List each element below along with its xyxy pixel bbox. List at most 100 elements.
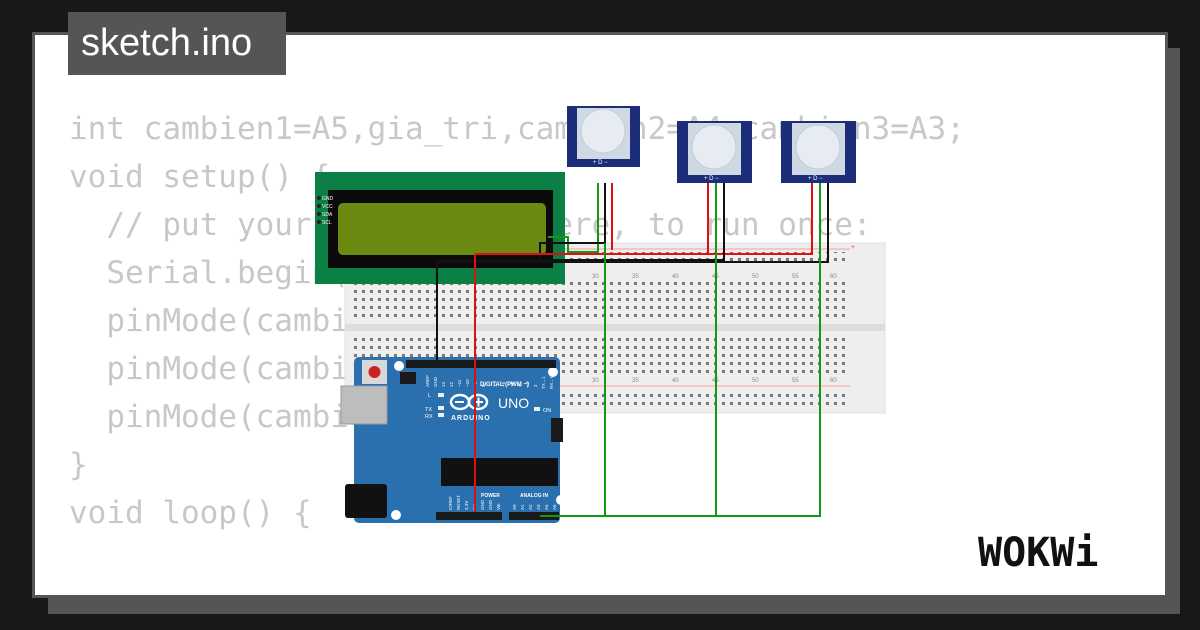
power-jack-icon <box>345 484 387 518</box>
pir-pin-labels: + D − <box>704 176 719 182</box>
center-channel <box>345 324 885 331</box>
pin-label: RX←0 <box>549 375 554 389</box>
led-rx-label: RX <box>425 414 433 420</box>
pin-label: Vin <box>496 503 501 510</box>
reset-button-cap <box>368 366 381 378</box>
pin-label: ~10 <box>465 379 470 387</box>
pin-label: A3 <box>536 504 541 510</box>
wire-green[interactable] <box>548 183 599 253</box>
column-number: 35 <box>632 378 639 384</box>
pir-pin-labels: + D − <box>593 160 608 166</box>
breadboard[interactable]: + 30 35 40 45 50 55 60 30 35 40 45 50 55… <box>344 242 886 414</box>
wokwi-logo[interactable]: WOKWi <box>978 528 1150 574</box>
pin-label: 13 <box>441 381 446 387</box>
pin-label: AREF <box>425 375 430 387</box>
analog-label: ANALOG IN <box>520 493 548 499</box>
board-model: UNO <box>498 395 529 411</box>
pin-label: A2 <box>528 504 533 510</box>
pin-label: 12 <box>449 381 454 387</box>
pin-label: ~5 <box>509 381 514 387</box>
lcd-pin-header <box>317 196 321 224</box>
pin-label: ~3 <box>525 381 530 387</box>
column-number: 35 <box>632 274 639 280</box>
wire-black[interactable] <box>437 183 829 263</box>
pin-label: A5 <box>552 504 557 510</box>
wire-red[interactable] <box>475 183 813 255</box>
column-number: 50 <box>752 378 759 384</box>
pir-sensor-3[interactable]: + D − <box>781 121 856 183</box>
lcd-screen <box>338 203 546 255</box>
wire-black[interactable] <box>437 183 725 261</box>
pin-label: GND <box>480 499 485 510</box>
analog-header <box>509 512 559 520</box>
column-number: 40 <box>672 378 679 384</box>
mounting-hole <box>394 361 404 371</box>
pir-dome-icon <box>795 124 841 170</box>
column-number: 50 <box>752 274 759 280</box>
analog-pin-labels: A0 A1 A2 A3 A4 A5 <box>512 504 557 510</box>
led-on-label: ON <box>543 408 551 414</box>
usb-port-icon <box>340 385 388 425</box>
pin-label: ~6 <box>501 381 506 387</box>
pir-dome-icon <box>580 108 626 154</box>
pin-label: ~11 <box>457 379 462 387</box>
lcd-pin-label: VCC <box>322 204 333 210</box>
column-number: 60 <box>830 378 837 384</box>
led-rx <box>438 413 444 417</box>
column-number: 40 <box>672 274 679 280</box>
pin-label: GND <box>433 376 438 387</box>
mounting-hole <box>391 510 401 520</box>
pin-label: RESET <box>456 495 461 510</box>
digital-header <box>406 360 556 368</box>
pin-label: A4 <box>544 504 549 510</box>
pin-label: 2 <box>533 384 538 387</box>
led-l <box>438 393 444 397</box>
icsp-header <box>400 372 416 384</box>
led-tx-label: TX <box>425 407 432 413</box>
terminal-strip-top <box>352 280 850 320</box>
wire-black[interactable] <box>539 183 606 260</box>
pin-label: 7 <box>493 384 498 387</box>
digital-label: DIGITAL (PWM ~) <box>480 382 529 388</box>
rail-plus-label: + <box>851 244 855 251</box>
code-line: void loop() { <box>69 495 312 531</box>
arduino-infinity-logo <box>449 393 489 411</box>
pin-label: IOREF <box>448 496 453 510</box>
pir-sensor-1[interactable]: + D − <box>567 106 640 167</box>
pir-sensor-2[interactable]: + D − <box>677 121 752 183</box>
column-number: 55 <box>792 378 799 384</box>
pin-label: 8 <box>481 384 486 387</box>
code-line: void setup() { <box>69 159 331 195</box>
sketch-title-tab[interactable]: sketch.ino <box>68 12 286 75</box>
power-header <box>436 512 502 520</box>
led-l-label: L <box>428 393 431 399</box>
pir-pin-labels: + D − <box>808 176 823 182</box>
led-on <box>534 407 540 411</box>
icsp-header-right <box>551 418 563 442</box>
wires[interactable] <box>436 183 829 517</box>
column-number: 60 <box>830 274 837 280</box>
pin-label: 3.3V <box>464 501 469 510</box>
arduino-uno[interactable]: AREF GND 13 12 ~11 ~10 ~9 8 7 ~6 ~5 4 ~3… <box>340 357 566 523</box>
pin-label: A0 <box>512 504 517 510</box>
lcd-pin-label: SCL <box>322 220 332 226</box>
mounting-hole <box>556 495 566 505</box>
code-line: } <box>69 447 88 483</box>
pin-label: TX→1 <box>541 376 546 389</box>
pin-label: A1 <box>520 504 525 510</box>
wire-green[interactable] <box>540 183 821 517</box>
column-number: 55 <box>792 274 799 280</box>
lcd-pin-label: SDA <box>322 212 333 218</box>
pir-dome-icon <box>691 124 737 170</box>
wokwi-logo-text: WOKWi <box>978 530 1098 574</box>
column-number: 30 <box>592 378 599 384</box>
pin-label: GND <box>488 499 493 510</box>
led-tx <box>438 406 444 410</box>
lcd-display[interactable]: GND VCC SDA SCL <box>315 172 565 284</box>
lcd-pin-labels: GND VCC SDA SCL <box>322 196 334 226</box>
lcd-pin-label: GND <box>322 196 334 202</box>
pin-label: 4 <box>517 384 522 387</box>
power-label: POWER <box>481 493 500 499</box>
column-number: 30 <box>592 274 599 280</box>
